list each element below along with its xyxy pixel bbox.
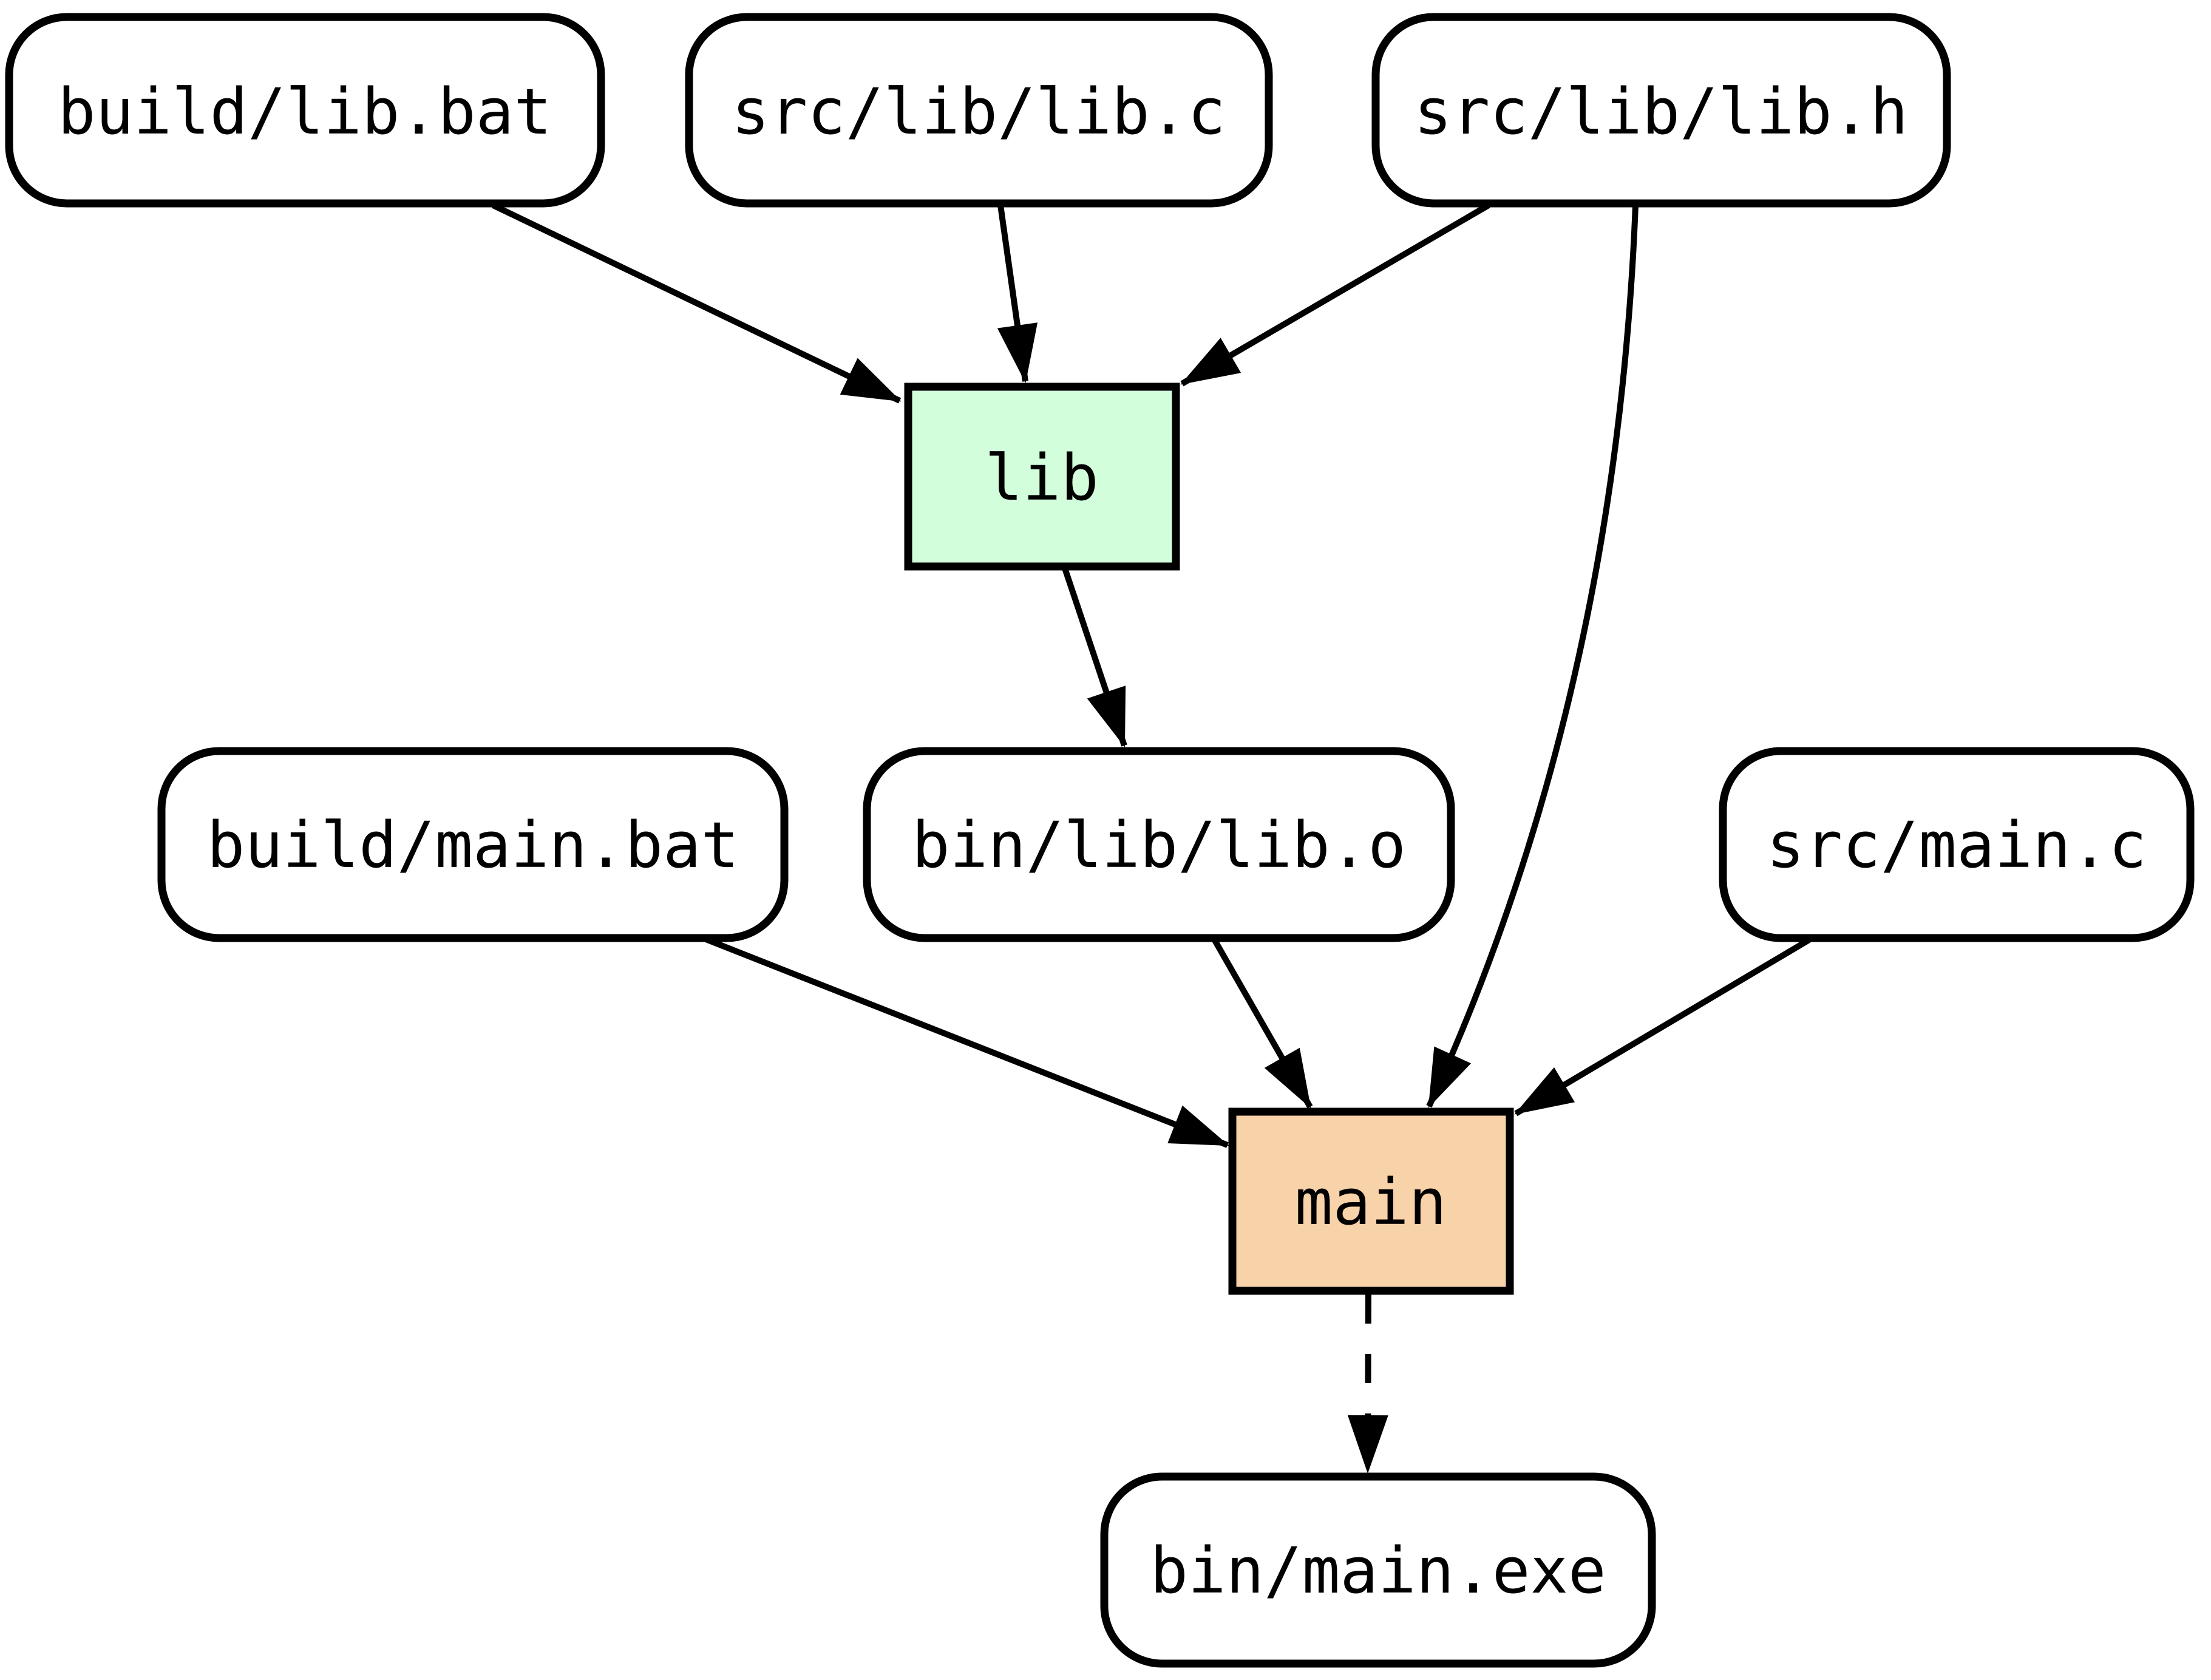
edge-build-lib-bat-to-lib — [491, 202, 902, 404]
node-box-bin-main-exe — [1100, 1472, 1656, 1668]
node-box-main — [1228, 1107, 1514, 1295]
node-box-src-lib-lib-c — [685, 13, 1273, 208]
node-bin-main-exe: bin/main.exe — [1100, 1472, 1656, 1668]
edge-bin-lib-lib-o-to-main — [1211, 937, 1313, 1109]
node-box-bin-lib-lib-o — [863, 747, 1455, 942]
node-box-lib — [904, 383, 1180, 571]
node-src-main-c: src/main.c — [1719, 747, 2195, 942]
node-box-build-main-bat — [157, 747, 789, 942]
edge-src-lib-lib-h-to-lib — [1180, 202, 1490, 387]
node-label-main: main — [1295, 1165, 1447, 1239]
edge-src-lib-lib-c-to-lib — [997, 205, 1038, 384]
edge-src-lib-lib-h-to-main — [1426, 205, 1639, 1108]
edge-src-main-c-to-main — [1514, 937, 1811, 1117]
node-label-build-lib-bat: build/lib.bat — [58, 75, 552, 149]
node-label-src-lib-lib-c: src/lib/lib.c — [732, 75, 1226, 149]
node-main: main — [1228, 1107, 1514, 1295]
edge-lib-to-bin-lib-lib-o — [1062, 567, 1127, 747]
node-box-src-main-c — [1719, 747, 2195, 942]
node-label-bin-main-exe: bin/main.exe — [1150, 1534, 1606, 1608]
node-src-lib-lib-c: src/lib/lib.c — [685, 13, 1273, 208]
node-bin-lib-lib-o: bin/lib/lib.o — [863, 747, 1455, 942]
node-label-lib: lib — [985, 441, 1099, 515]
node-src-lib-lib-h: src/lib/lib.h — [1371, 13, 1951, 208]
node-label-build-main-bat: build/main.bat — [207, 808, 739, 882]
node-box-src-lib-lib-h — [1371, 13, 1951, 208]
node-build-lib-bat: build/lib.bat — [5, 13, 605, 208]
node-label-src-main-c: src/main.c — [1767, 808, 2147, 882]
edge-build-main-bat-to-main — [694, 932, 1229, 1148]
node-build-main-bat: build/main.bat — [157, 747, 789, 942]
node-box-build-lib-bat — [5, 13, 605, 208]
node-lib: lib — [904, 383, 1180, 571]
node-label-src-lib-lib-h: src/lib/lib.h — [1414, 75, 1908, 149]
node-label-bin-lib-lib-o: bin/lib/lib.o — [912, 808, 1406, 882]
